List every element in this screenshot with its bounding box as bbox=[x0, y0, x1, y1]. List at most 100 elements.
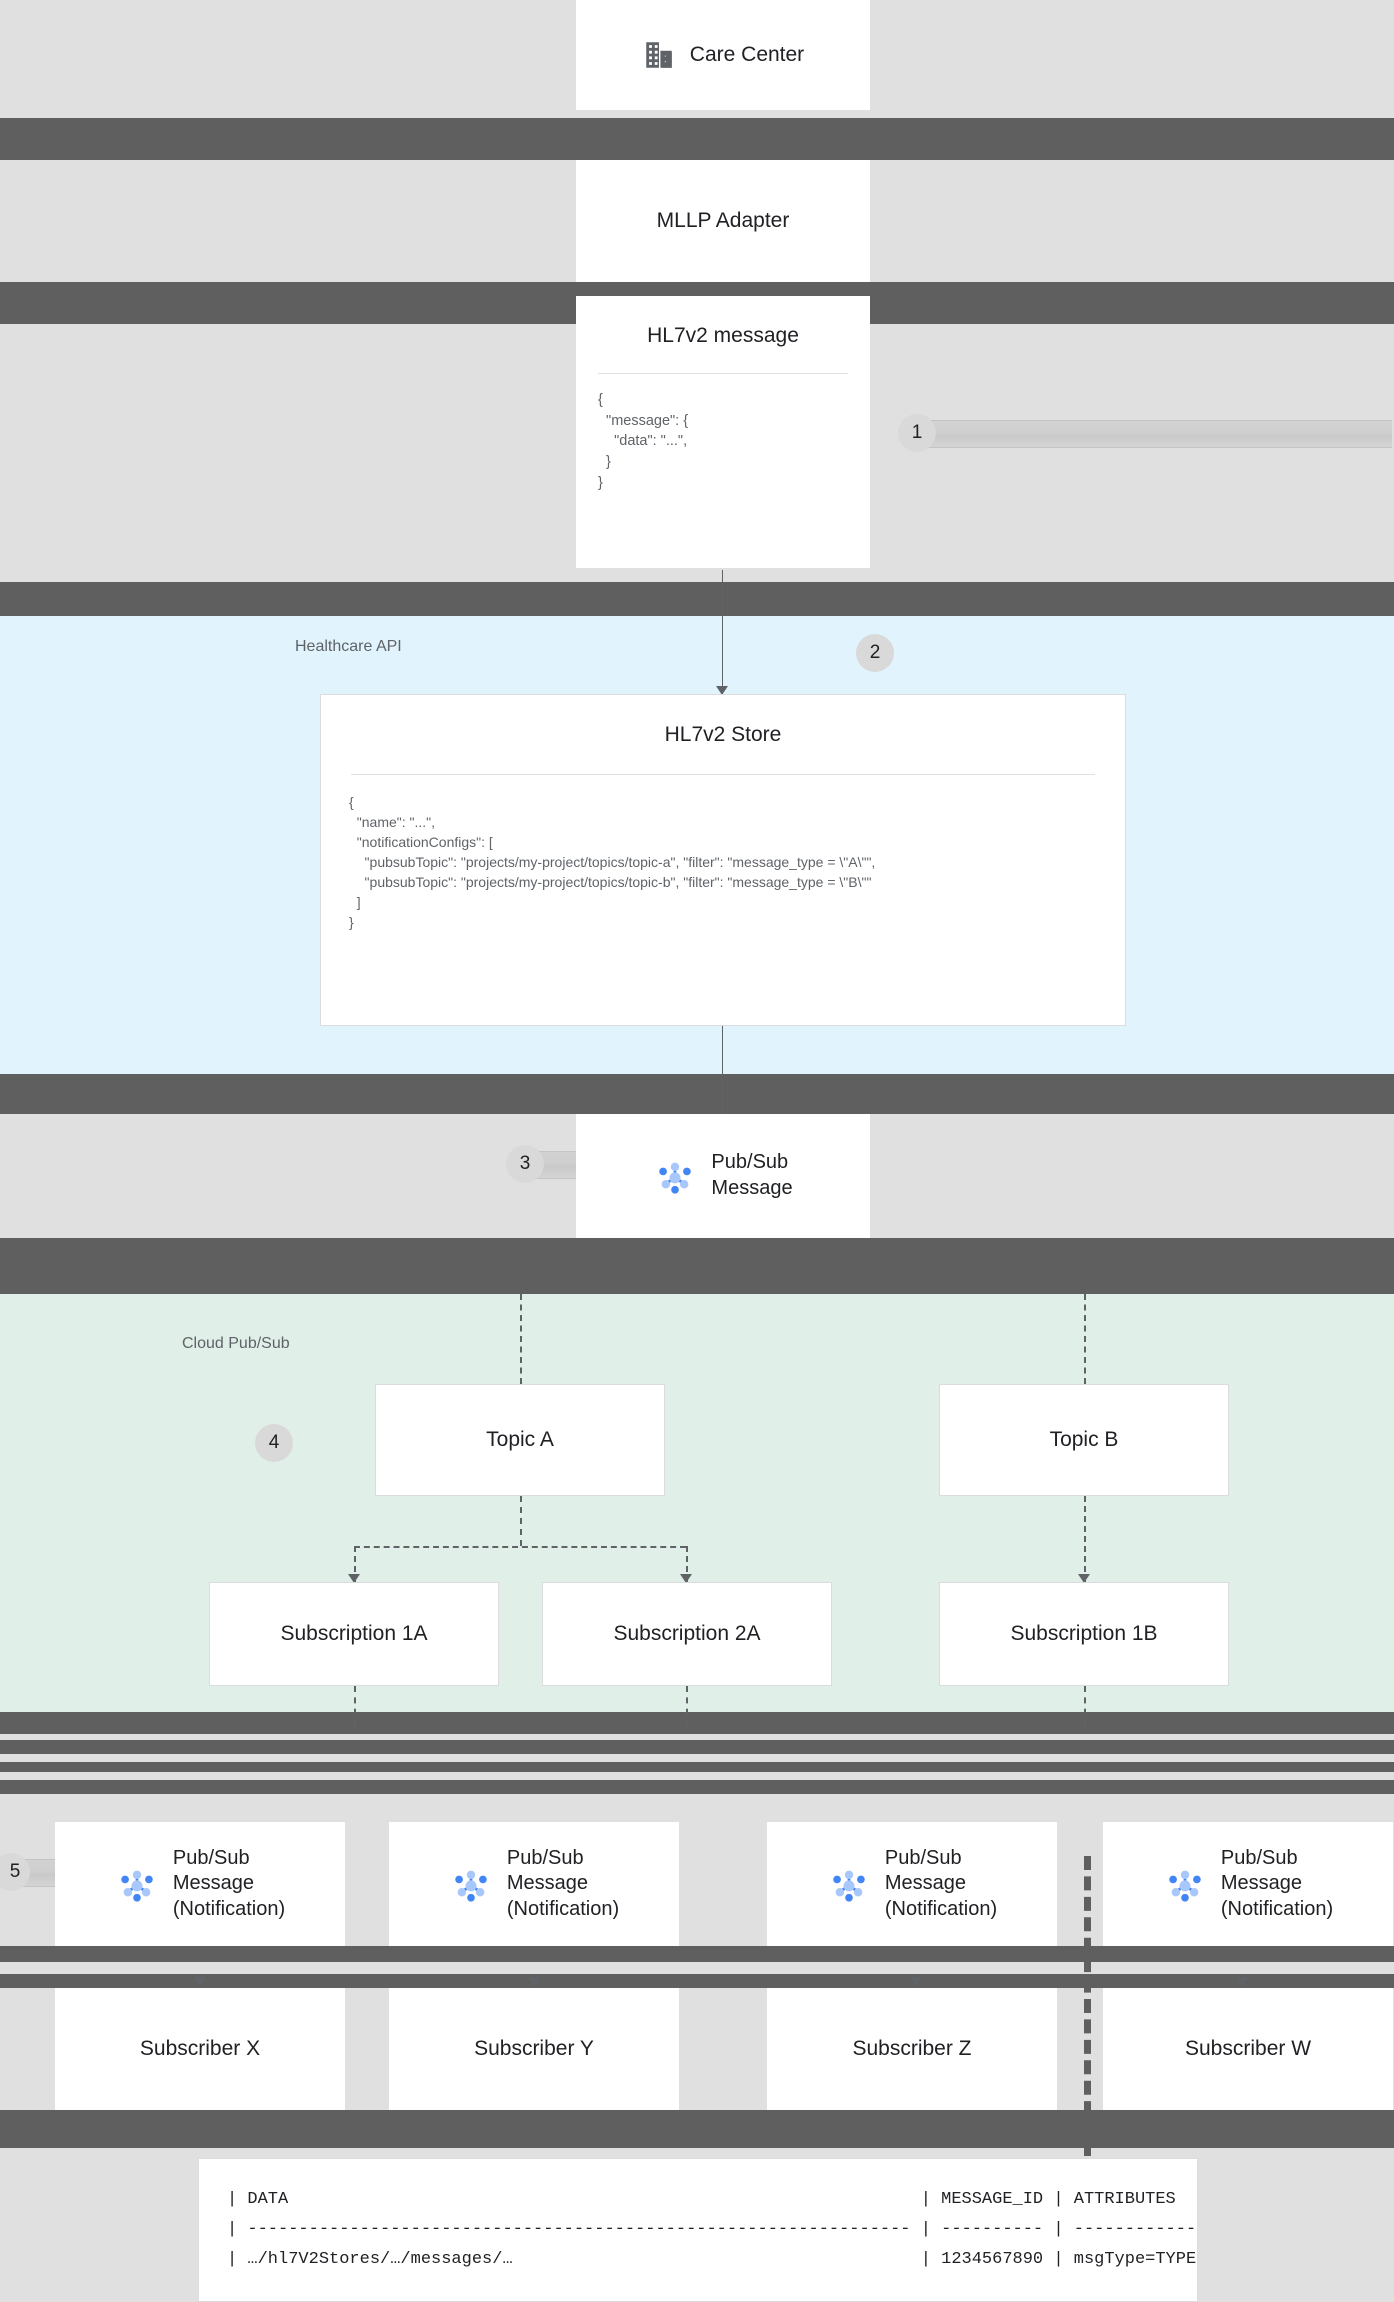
pubsub-icon bbox=[121, 1870, 153, 1902]
connector-sub2a-down bbox=[686, 1686, 688, 1726]
connector-topic-a-to-sub2a bbox=[686, 1546, 688, 1582]
hl7v2-store-title: HL7v2 Store bbox=[664, 723, 782, 746]
node-hl7v2-store[interactable]: HL7v2 Store { "name": "...", "notificati… bbox=[320, 694, 1126, 1026]
care-center-label: Care Center bbox=[689, 42, 805, 66]
notification-2-content: Pub/Sub Message (Notification) bbox=[389, 1846, 679, 1923]
subscriber-y-label: Subscriber Y bbox=[474, 2037, 594, 2061]
hl7v2-store-code: { "name": "...", "notificationConfigs": … bbox=[349, 794, 876, 930]
notification-4-content: Pub/Sub Message (Notification) bbox=[1103, 1846, 1393, 1923]
subscription-1b-label: Subscription 1B bbox=[1010, 1622, 1158, 1646]
arrow-to-subscription-1a bbox=[348, 1574, 360, 1583]
topic-b-label: Topic B bbox=[1049, 1428, 1119, 1452]
node-topic-a[interactable]: Topic A bbox=[375, 1384, 665, 1496]
arrow-to-subscriber-w bbox=[1236, 1977, 1248, 1986]
hl7v2-message-code: { "message": { "data": "...", } } bbox=[598, 392, 689, 491]
node-pubsub-message[interactable]: Pub/Sub Message bbox=[576, 1114, 870, 1238]
band-divider-6d bbox=[0, 1780, 1394, 1794]
band-divider-3 bbox=[0, 582, 1394, 616]
arrow-to-subscriber-x bbox=[194, 1977, 206, 1986]
connector-to-topic-a bbox=[520, 1294, 522, 1384]
pubsub-icon bbox=[455, 1870, 487, 1902]
node-subscription-1a[interactable]: Subscription 1A bbox=[209, 1582, 499, 1686]
node-notification-1[interactable]: Pub/Sub Message (Notification) bbox=[55, 1822, 345, 1946]
node-subscription-2a[interactable]: Subscription 2A bbox=[542, 1582, 832, 1686]
node-mllp-adapter[interactable]: MLLP Adapter bbox=[576, 160, 870, 282]
notification-4-label: Pub/Sub Message (Notification) bbox=[1220, 1846, 1334, 1920]
badge-streak-1 bbox=[910, 420, 1392, 448]
band-divider-7b bbox=[0, 1974, 1394, 1988]
pubsub-icon bbox=[659, 1162, 692, 1194]
subscriber-z-label: Subscriber Z bbox=[852, 2037, 972, 2061]
node-notification-3[interactable]: Pub/Sub Message (Notification) bbox=[767, 1822, 1057, 1946]
zone-label-healthcare-api: Healthcare API bbox=[295, 638, 402, 655]
connector-sub1b-down bbox=[1084, 1686, 1086, 1726]
step-badge-3-label: 3 bbox=[519, 1153, 531, 1174]
pubsub-message-label: Pub/Sub Message bbox=[711, 1151, 793, 1199]
node-subscriber-x[interactable]: Subscriber X bbox=[55, 1988, 345, 2110]
subscriber-w-label: Subscriber W bbox=[1184, 2037, 1312, 2061]
arrow-to-subscriber-y bbox=[528, 1977, 540, 1986]
step-badge-5: 5 bbox=[0, 1853, 30, 1891]
arrow-to-subscription-1b bbox=[1078, 1574, 1090, 1583]
connector-topic-a-to-sub1a bbox=[354, 1546, 356, 1582]
output-table-row: | …/hl7V2Stores/…/messages/… | 123456789… bbox=[227, 2249, 1198, 2269]
node-notification-4[interactable]: Pub/Sub Message (Notification) bbox=[1103, 1822, 1393, 1946]
node-subscriber-w[interactable]: Subscriber W bbox=[1103, 1988, 1393, 2110]
pubsub-message-content: Pub/Sub Message bbox=[576, 1150, 870, 1201]
connector-to-topic-b bbox=[1084, 1294, 1086, 1384]
band-divider-6a bbox=[0, 1712, 1394, 1734]
notification-1-label: Pub/Sub Message (Notification) bbox=[172, 1846, 286, 1920]
node-topic-b[interactable]: Topic B bbox=[939, 1384, 1229, 1496]
topic-a-label: Topic A bbox=[486, 1428, 554, 1452]
band-divider-8 bbox=[0, 2110, 1394, 2148]
pubsub-icon bbox=[1169, 1870, 1201, 1902]
output-table-divider: | --------------------------------------… bbox=[227, 2219, 1198, 2239]
zone-label-cloud-pubsub: Cloud Pub/Sub bbox=[182, 1335, 290, 1352]
connector-message-to-store bbox=[722, 570, 723, 694]
connector-store-to-pubsub bbox=[722, 1026, 723, 1118]
node-notification-2[interactable]: Pub/Sub Message (Notification) bbox=[389, 1822, 679, 1946]
mllp-adapter-label: MLLP Adapter bbox=[656, 209, 790, 233]
step-badge-3: 3 bbox=[506, 1145, 544, 1183]
arrow-message-to-store bbox=[716, 686, 728, 695]
connector-topic-a-stem bbox=[520, 1496, 522, 1546]
arrow-to-subscriber-z bbox=[910, 1977, 922, 1986]
step-badge-1: 1 bbox=[898, 414, 936, 452]
band-divider-4 bbox=[0, 1074, 1394, 1114]
pubsub-icon bbox=[833, 1870, 865, 1902]
notification-3-label: Pub/Sub Message (Notification) bbox=[884, 1846, 998, 1920]
care-center-content: Care Center bbox=[576, 38, 870, 72]
step-badge-1-label: 1 bbox=[911, 422, 923, 443]
subscription-1a-label: Subscription 1A bbox=[280, 1622, 428, 1646]
step-badge-5-label: 5 bbox=[9, 1861, 21, 1882]
node-subscriber-z[interactable]: Subscriber Z bbox=[767, 1988, 1057, 2110]
band-divider-6c bbox=[0, 1762, 1394, 1772]
hl7v2-store-divider bbox=[351, 774, 1095, 776]
step-badge-2: 2 bbox=[856, 634, 894, 672]
building-icon bbox=[646, 42, 672, 68]
notification-3-content: Pub/Sub Message (Notification) bbox=[767, 1846, 1057, 1923]
hl7v2-message-divider bbox=[598, 373, 848, 375]
output-table: | DATA | MESSAGE_ID | ATTRIBUTES | | ---… bbox=[198, 2158, 1198, 2302]
hl7v2-message-title: HL7v2 message bbox=[647, 324, 799, 347]
node-care-center[interactable]: Care Center bbox=[576, 0, 870, 110]
connector-topic-a-bus bbox=[354, 1546, 686, 1548]
band-divider-5a bbox=[0, 1238, 1394, 1262]
notification-1-content: Pub/Sub Message (Notification) bbox=[55, 1846, 345, 1923]
step-badge-2-label: 2 bbox=[869, 642, 881, 663]
band-divider-1 bbox=[0, 118, 1394, 160]
band-divider-5c bbox=[0, 1270, 1394, 1294]
notification-2-label: Pub/Sub Message (Notification) bbox=[506, 1846, 620, 1920]
band-row-gap-1 bbox=[0, 1962, 1394, 1974]
subscription-2a-label: Subscription 2A bbox=[613, 1622, 761, 1646]
band-divider-7a bbox=[0, 1946, 1394, 1962]
connector-topic-b-to-sub1b bbox=[1084, 1496, 1086, 1582]
node-subscription-1b[interactable]: Subscription 1B bbox=[939, 1582, 1229, 1686]
arrow-to-subscription-2a bbox=[680, 1574, 692, 1583]
node-hl7v2-message[interactable]: HL7v2 message { "message": { "data": "..… bbox=[576, 296, 870, 568]
output-table-header: | DATA | MESSAGE_ID | ATTRIBUTES | bbox=[227, 2190, 1198, 2209]
node-subscriber-y[interactable]: Subscriber Y bbox=[389, 1988, 679, 2110]
step-badge-4: 4 bbox=[255, 1424, 293, 1462]
subscriber-x-label: Subscriber X bbox=[139, 2037, 261, 2061]
